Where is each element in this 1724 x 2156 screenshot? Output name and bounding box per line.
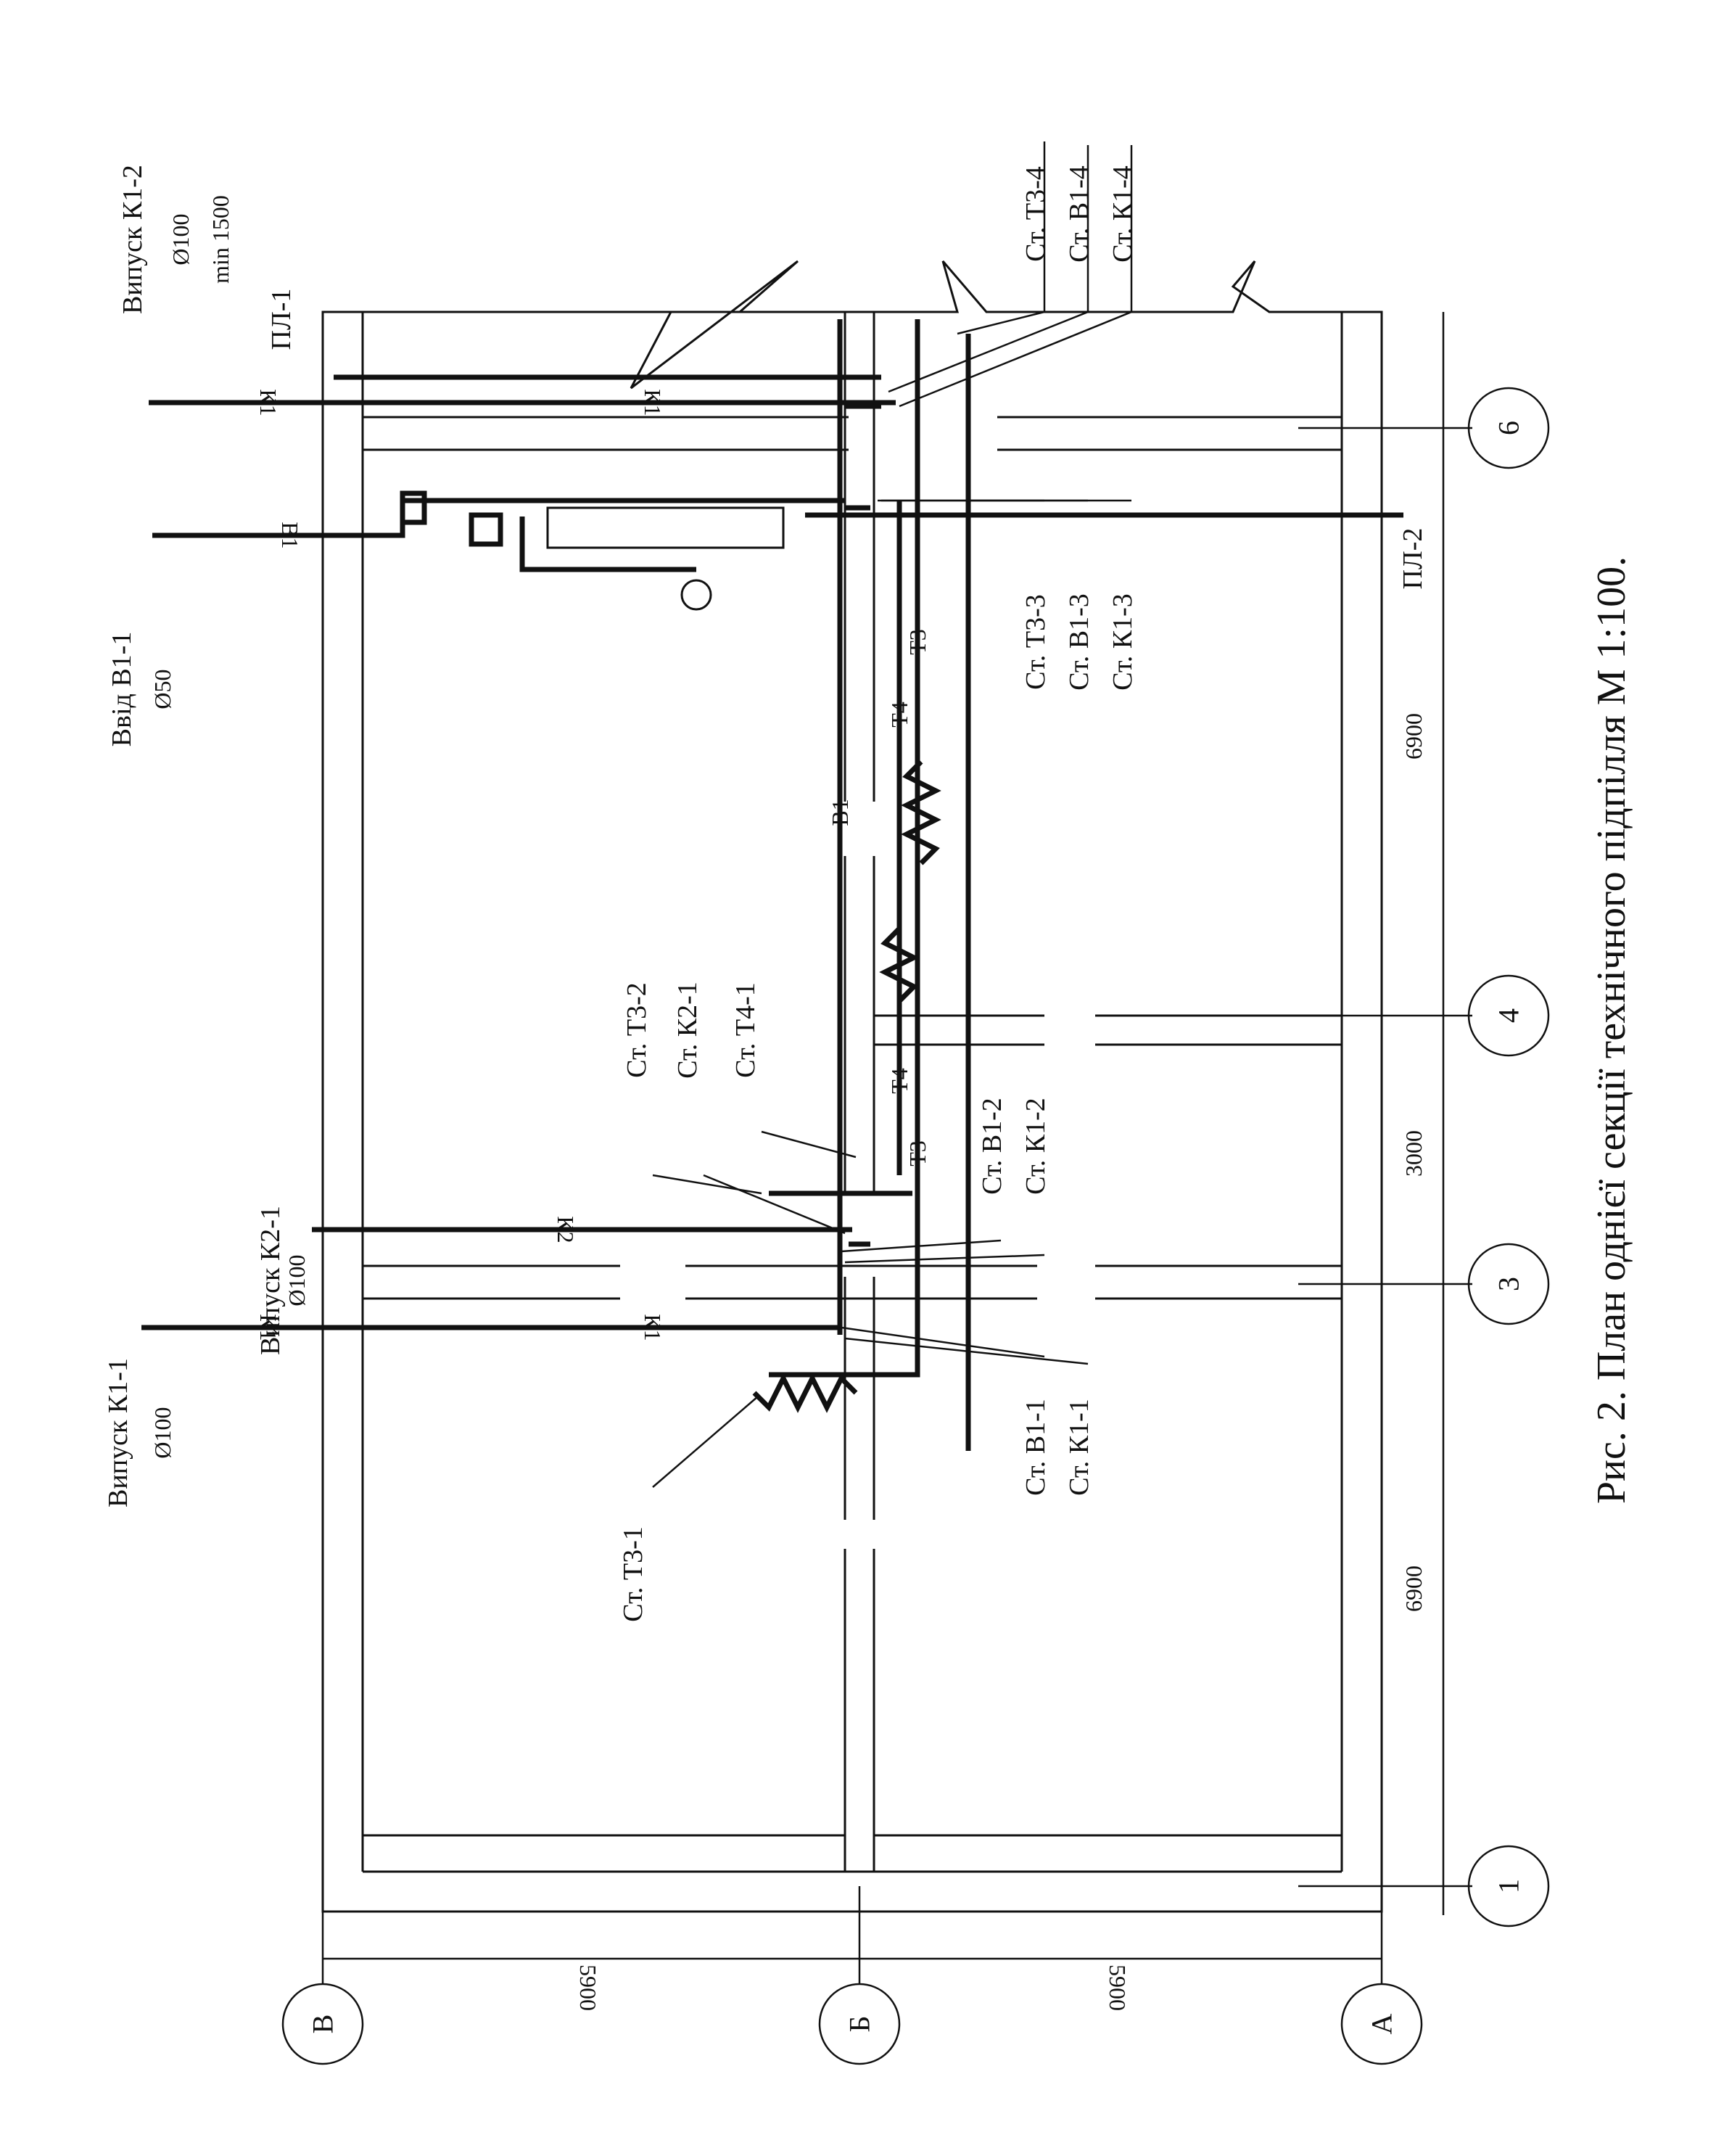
compensator-2: [879, 926, 920, 1003]
pipe-label-v1-b: В1: [827, 799, 853, 826]
valve-icon-2: [469, 512, 503, 547]
riser-v1-4: Ст. В1-4: [1064, 165, 1094, 263]
riser-t3-4: Ст. Т3-4: [1020, 166, 1051, 261]
riser-v1-3: Ст. В1-3: [1064, 593, 1094, 691]
pipe-label-v1-a: В1: [277, 522, 303, 548]
meter-loop: [519, 517, 696, 572]
fitting-labels: ПЛ-1 ПЛ-2: [266, 289, 1428, 590]
outlet-labels: Випуск К1-1 Ø100 Випуск К2-1 Ø100 Випуск…: [103, 165, 310, 1507]
leader-t3-4: [957, 141, 1046, 335]
axis-label-v: В: [307, 2015, 339, 2034]
axis-label-6: 6: [1493, 421, 1525, 435]
compensator-1: [901, 760, 941, 865]
axis-bubble-3: [1467, 1243, 1550, 1325]
pipe-label-t4-a: Т4: [886, 701, 912, 728]
riser-k1-1: Ст. К1-1: [1064, 1399, 1094, 1496]
axis-label-b: Б: [844, 2016, 876, 2033]
riser-v1-2: Ст. В1-2: [977, 1098, 1007, 1195]
axis-bubble-6: [1467, 387, 1550, 469]
outlet-k1-2-diameter: Ø100: [168, 213, 194, 265]
riser-k1-4: Ст. К1-4: [1108, 165, 1138, 263]
leader-v1-4: [888, 145, 1089, 393]
dim-col-1: 6900: [1401, 1565, 1427, 1612]
pipe-label-k1-b: К1: [640, 1314, 666, 1341]
riser-k2-1: Ст. К2-1: [672, 982, 703, 1079]
pipe-label-t3-b: Т3: [904, 1140, 931, 1167]
pipe-label-k1-a: К1: [255, 1314, 281, 1341]
axis-bubble-a: [1340, 1983, 1423, 2065]
axis-label-1: 1: [1493, 1879, 1525, 1893]
cross-wall-3: [363, 1264, 1342, 1300]
pipe-labels: К1 К1 К2 К1 К1 В1 В1 Т4 Т3 Т4 Т3: [255, 389, 931, 1341]
walls: [321, 260, 1383, 1913]
fitting-pl2: ПЛ-2: [1398, 528, 1428, 590]
riser-t3-3: Ст. Т3-3: [1020, 594, 1051, 689]
leader-t3-2: [652, 1174, 762, 1195]
cross-wall-4: [874, 1014, 1342, 1046]
axis-label-4: 4: [1493, 1008, 1525, 1023]
figure-caption: Рис. 2. План однієї секції технічного пі…: [1589, 556, 1634, 1504]
riser-v1-1: Ст. В1-1: [1020, 1399, 1051, 1496]
dim-col-3: 6900: [1401, 713, 1427, 760]
dim-col-2: 3000: [1401, 1130, 1427, 1177]
inner-wall: [361, 312, 1343, 1873]
inlet-v1-1-diameter: Ø50: [149, 669, 176, 709]
pipe-label-t3-a: Т3: [904, 629, 931, 655]
dim-row-1: 5900: [575, 1964, 601, 2011]
leader-k1-2: [844, 1254, 1045, 1264]
pipe-label-k1-c: К1: [255, 389, 281, 416]
outlet-k2-1-diameter: Ø100: [284, 1254, 310, 1306]
axis-label-a: А: [1366, 2013, 1398, 2034]
pipes: [141, 319, 1403, 1451]
leader-t3-1: [652, 1396, 759, 1488]
riser-t3-1: Ст. Т3-1: [618, 1526, 648, 1621]
pipe-label-t4-b: Т4: [886, 1068, 912, 1094]
axis-bubble-4: [1467, 974, 1550, 1057]
compensator-3: [752, 1373, 858, 1413]
axis-grid: В Б А 1 3 4 6 5900 5900 6900 3000 6900: [281, 312, 1550, 2065]
axis-bubble-v: [281, 1983, 364, 2065]
leader-v1-2: [841, 1239, 1002, 1253]
outlet-k1-2-depth: min 1500: [207, 195, 234, 284]
dim-row-2: 5900: [1105, 1964, 1131, 2011]
axis-bubble-b: [818, 1983, 901, 2065]
cross-wall-6a: [363, 416, 1342, 451]
axis-label-3: 3: [1493, 1277, 1525, 1291]
outlet-k1-2-title: Випуск К1-2: [117, 165, 148, 314]
riser-links: [769, 334, 971, 1451]
outlet-k2-1-title: Випуск К2-1: [255, 1206, 286, 1355]
outlet-k1-1-title: Випуск К1-1: [103, 1358, 133, 1507]
water-meter-unit: [546, 506, 785, 549]
leader-k2-1: [703, 1174, 846, 1235]
manometer-icon: [680, 579, 712, 611]
col-ticks: [1298, 427, 1472, 1888]
outer-wall: [321, 260, 1383, 1913]
riser-t3-2: Ст. Т3-2: [622, 982, 652, 1077]
leaders: [652, 141, 1133, 1488]
fitting-pl1: ПЛ-1: [266, 289, 297, 350]
riser-labels: Ст. Т3-1 Ст. Т3-2 Ст. К2-1 Ст. Т4-1 Ст. …: [618, 165, 1138, 1622]
inlet-v1-1-title: Ввід В1-1: [107, 632, 137, 747]
compensators: [752, 760, 941, 1413]
leader-t4-1: [761, 1130, 857, 1159]
riser-t4-1: Ст. Т4-1: [730, 982, 761, 1077]
outlet-k1-1-diameter: Ø100: [149, 1407, 176, 1458]
pipe-label-k1-d: К1: [640, 389, 666, 416]
pipe-label-k2: К2: [553, 1216, 579, 1243]
leader-v1-1: [841, 1326, 1045, 1358]
leader-k1-4: [899, 145, 1133, 408]
axis-bubble-1: [1467, 1845, 1550, 1927]
valve-icon-1: [400, 490, 427, 525]
t3-main: [769, 319, 920, 1378]
leader-k1-1: [844, 1337, 1089, 1365]
riser-k1-3: Ст. К1-3: [1108, 593, 1138, 691]
riser-k1-2: Ст. К1-2: [1020, 1098, 1051, 1195]
row-ticks: [321, 1886, 1383, 1984]
